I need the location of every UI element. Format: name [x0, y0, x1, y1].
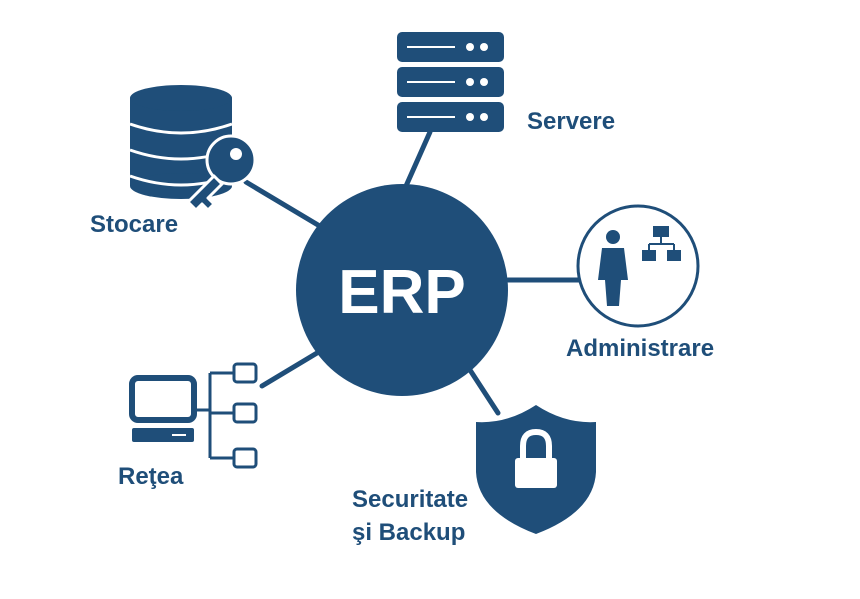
- connector-retea: [259, 347, 325, 389]
- server-rack-icon: [397, 32, 504, 132]
- admin-org-chart-icon: [576, 204, 700, 328]
- erp-circle: [296, 184, 508, 396]
- label-retea: Reţea: [118, 463, 184, 490]
- connector-securitate: [467, 367, 501, 416]
- connector-servere: [403, 129, 433, 189]
- label-stocare: Stocare: [90, 211, 178, 238]
- shield-lock-icon: [476, 405, 596, 534]
- erp-label: ERP: [338, 258, 465, 327]
- label-servere: Servere: [527, 108, 615, 135]
- network-computer-icon: [129, 362, 258, 469]
- erp-center-node: ERP: [296, 184, 508, 396]
- label-securitate-line1: Securitate: [352, 486, 468, 513]
- connectors: [243, 129, 583, 416]
- label-administrare: Administrare: [566, 335, 714, 362]
- connector-stocare: [243, 179, 321, 228]
- label-securitate-line2: şi Backup: [352, 519, 465, 546]
- database-key-icon: [129, 85, 257, 212]
